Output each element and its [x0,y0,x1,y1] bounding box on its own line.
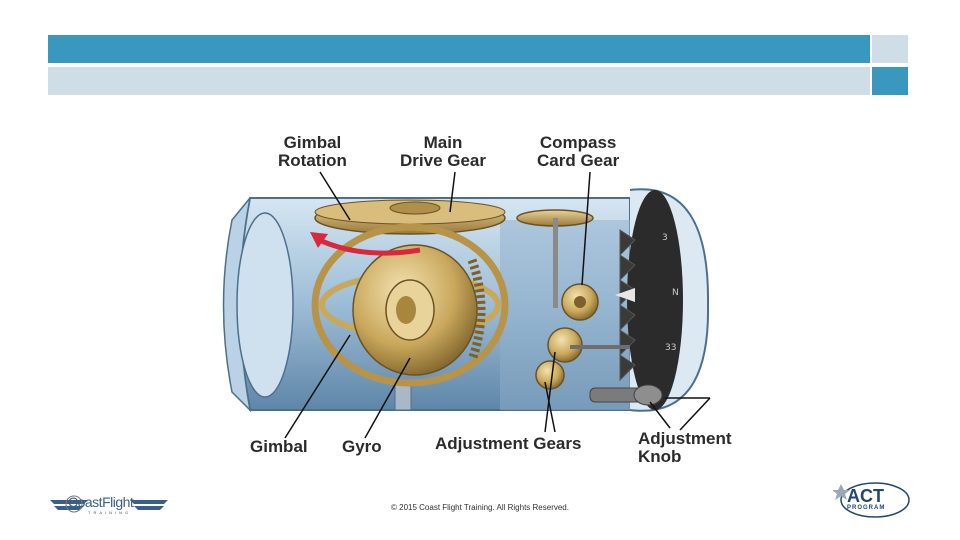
label-compass-card-gear: Compass Card Gear [537,133,620,170]
adjustment-knob [589,384,663,406]
coastflight-wordmark: CoastFlight [68,494,134,510]
act-subtitle: PROGRAM [847,505,886,511]
label-gyro: Gyro [342,437,382,456]
copyright-footer: © 2015 Coast Flight Training. All Rights… [391,503,569,512]
svg-text:N: N [672,288,679,298]
label-gimbal-rotation: Gimbal Rotation [278,133,347,170]
header-square-top [872,35,908,63]
leader-lines [284,171,711,439]
label-adjustment-gears: Adjustment Gears [435,434,582,453]
label-gimbal: Gimbal [250,437,308,456]
svg-text:33: 33 [665,343,676,353]
heading-indicator-diagram: 3 N 33 [210,120,770,470]
act-program-logo: ACT PROGRAM [832,478,913,524]
compass-card-gear [516,209,599,321]
coastflight-subtitle: TRAINING [88,510,132,515]
act-emblem-icon [832,482,910,518]
svg-text:3: 3 [662,233,668,243]
label-adjustment-knob: Adjustment Knob [638,429,732,466]
gimbal-rotation-arrow [310,232,421,256]
header-bar-bottom [48,67,870,95]
gimbal-gyro-assembly [311,223,509,411]
label-main-drive-gear: Main Drive Gear [400,133,486,170]
header-square-bottom [872,67,908,95]
compass-dial: 3 N 33 [615,188,710,412]
coastflight-logo: CoastFlight TRAINING [48,488,170,522]
header-bar-top [48,35,870,63]
adjustment-gears [535,327,630,390]
heading-indicator-illustration: 3 N 33 [222,171,711,439]
wing-emblem-icon [50,495,168,513]
main-drive-gear [314,199,506,235]
act-wordmark: ACT [847,486,884,506]
